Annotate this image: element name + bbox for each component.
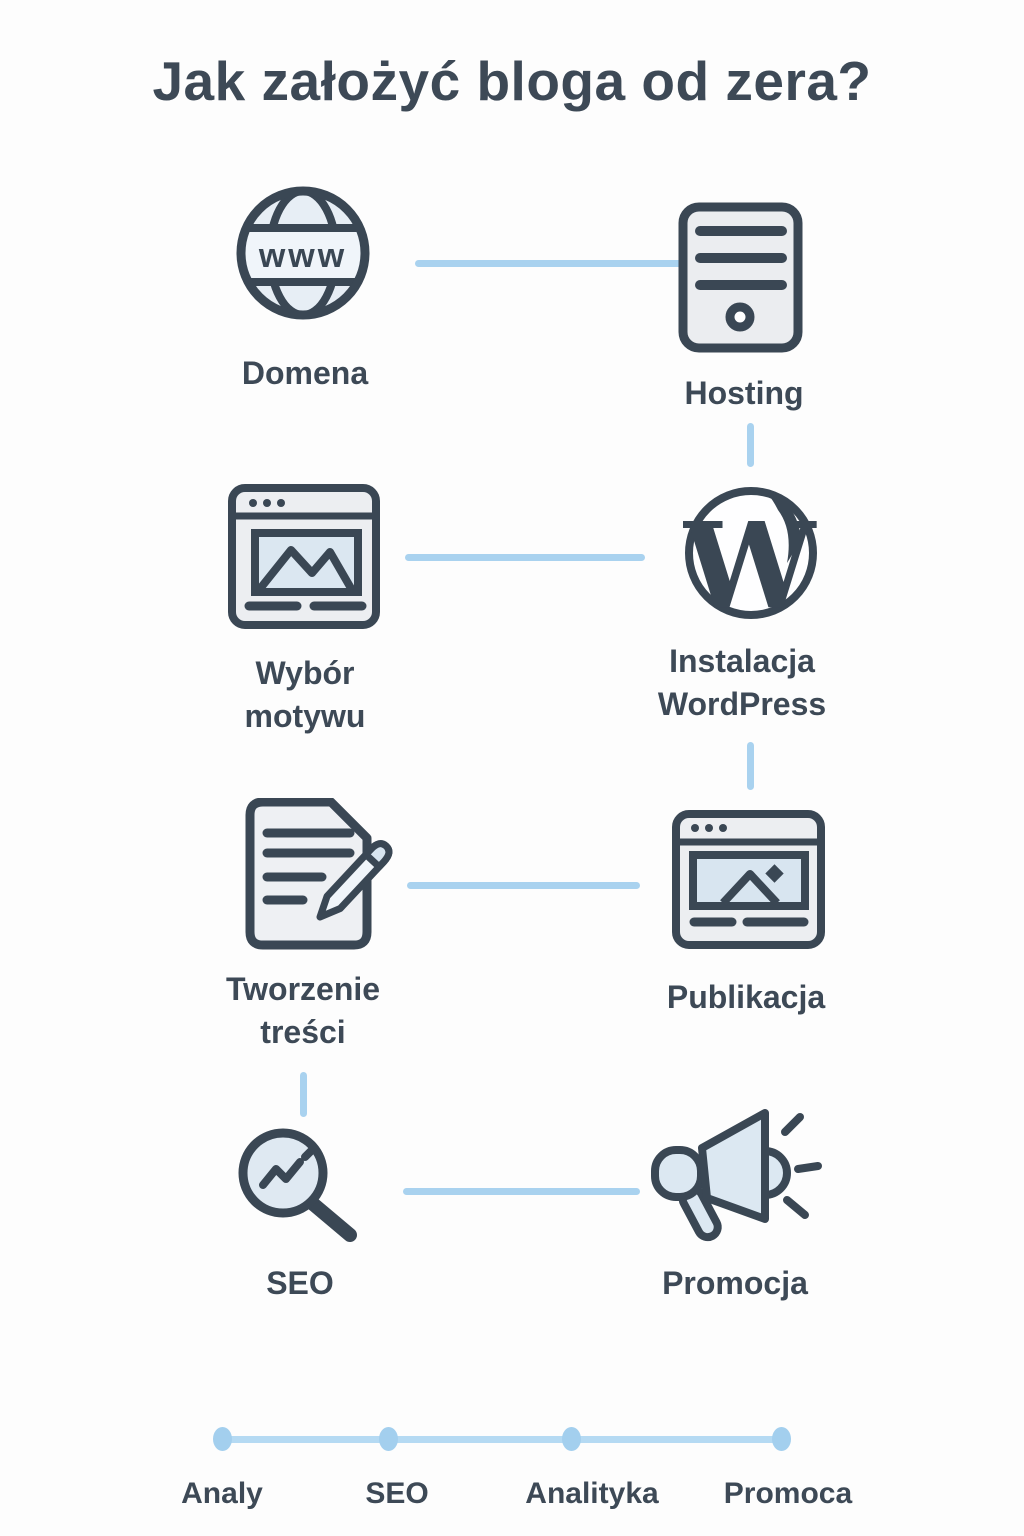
wordpress-icon: W <box>683 487 817 625</box>
document-pencil-icon <box>245 798 393 950</box>
timeline-dot <box>772 1427 791 1451</box>
step-label-wybor-motywu: Wybór motywu <box>244 655 366 734</box>
step-label-hosting: Hosting <box>684 375 804 411</box>
timeline-dot <box>213 1427 232 1451</box>
step-label-instalacja-wordpress: Instalacja WordPress <box>657 643 827 722</box>
connector-tworzenie-publikacja <box>407 882 640 889</box>
timeline-line <box>222 1436 782 1443</box>
browser-publish-icon <box>672 810 825 949</box>
wordpress-letter: W <box>683 496 817 625</box>
connector-tworzenie-seo <box>300 1072 307 1117</box>
step-label-promocja: Promocja <box>662 1265 808 1301</box>
magnifier-chart-icon <box>238 1128 357 1242</box>
step-label-domena: Domena <box>241 355 369 391</box>
connector-seo-promocja <box>403 1188 640 1195</box>
timeline-label-analityka: Analityka <box>525 1477 659 1510</box>
megaphone-icon <box>651 1109 822 1242</box>
step-label-seo: SEO <box>266 1265 334 1301</box>
globe-www-text: www <box>258 237 347 275</box>
timeline-dot <box>562 1427 581 1451</box>
connector-hosting-wordpress <box>747 423 754 467</box>
step-label-publikacja: Publikacja <box>666 979 826 1015</box>
connector-domena-hosting <box>415 260 683 267</box>
timeline-label-seo: SEO <box>365 1477 429 1510</box>
www-globe-icon: www <box>236 186 370 320</box>
timeline-label-promoca: Promoca <box>723 1477 853 1510</box>
timeline-dot <box>379 1427 398 1451</box>
server-icon <box>678 202 803 353</box>
page-title: Jak założyć bloga od zera? <box>152 50 872 112</box>
timeline-label-analy: Analy <box>181 1477 263 1510</box>
connector-motyw-wordpress <box>405 554 645 561</box>
connector-wordpress-publikacja <box>747 742 754 790</box>
step-label-tworzenie-tresci: Tworzenie treści <box>225 971 381 1050</box>
browser-theme-icon <box>228 484 380 629</box>
